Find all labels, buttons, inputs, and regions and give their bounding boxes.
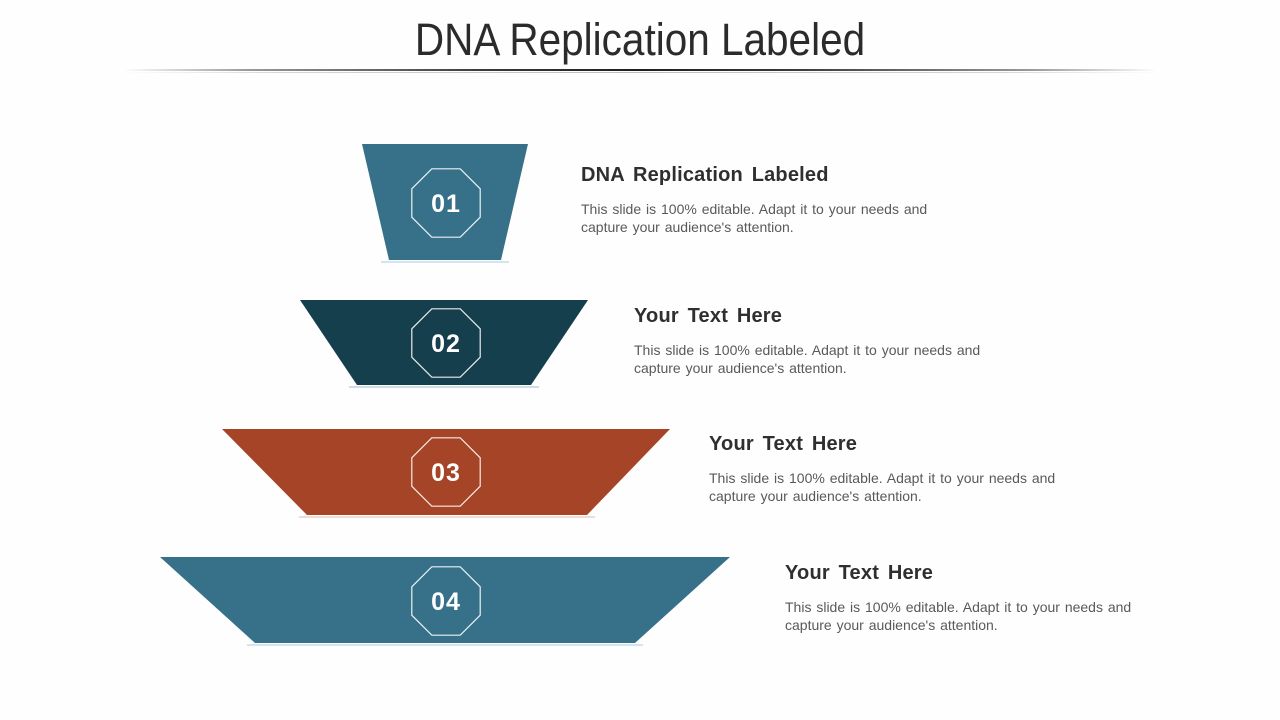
funnel-step-3: 03: [222, 429, 670, 518]
step-4-number: 04: [431, 588, 461, 616]
text-block-1-body: This slide is 100% editable. Adapt it to…: [581, 201, 928, 235]
text-block-4-body: This slide is 100% editable. Adapt it to…: [785, 599, 1132, 633]
trapezoid-1: [362, 144, 528, 260]
funnel-step-4: 04: [160, 557, 730, 646]
divider-dark-line: [123, 69, 1157, 71]
title-divider: [123, 69, 1157, 74]
divider-light-line: [123, 72, 1157, 73]
trapezoid-4: [160, 557, 730, 643]
text-block-1-heading: DNA Replication Labeled: [581, 164, 829, 186]
step-3-number: 03: [431, 459, 461, 487]
text-block-4: Your Text Here This slide is 100% editab…: [785, 562, 1137, 634]
funnel-step-1: 01: [362, 144, 528, 263]
text-block-3: Your Text Here This slide is 100% editab…: [709, 433, 1061, 505]
octagon-badge-3: [411, 437, 481, 507]
text-block-4-heading: Your Text Here: [785, 562, 934, 584]
funnel-step-2: 02: [300, 300, 588, 388]
octagon-badge-4: [411, 566, 481, 636]
text-block-3-heading: Your Text Here: [709, 433, 858, 455]
trapezoid-3: [222, 429, 670, 515]
text-block-1: DNA Replication Labeled This slide is 10…: [581, 164, 933, 236]
text-block-2-heading: Your Text Here: [634, 305, 783, 327]
text-block-3-body: This slide is 100% editable. Adapt it to…: [709, 470, 1056, 504]
step-2-number: 02: [431, 330, 461, 358]
trapezoid-2: [300, 300, 588, 385]
step-1-number: 01: [431, 190, 461, 218]
text-block-2: Your Text Here This slide is 100% editab…: [634, 305, 986, 377]
page-title: DNA Replication Labeled: [414, 14, 866, 65]
octagon-badge-1: [411, 168, 481, 238]
octagon-badge-2: [411, 308, 481, 378]
text-block-2-body: This slide is 100% editable. Adapt it to…: [634, 342, 981, 376]
